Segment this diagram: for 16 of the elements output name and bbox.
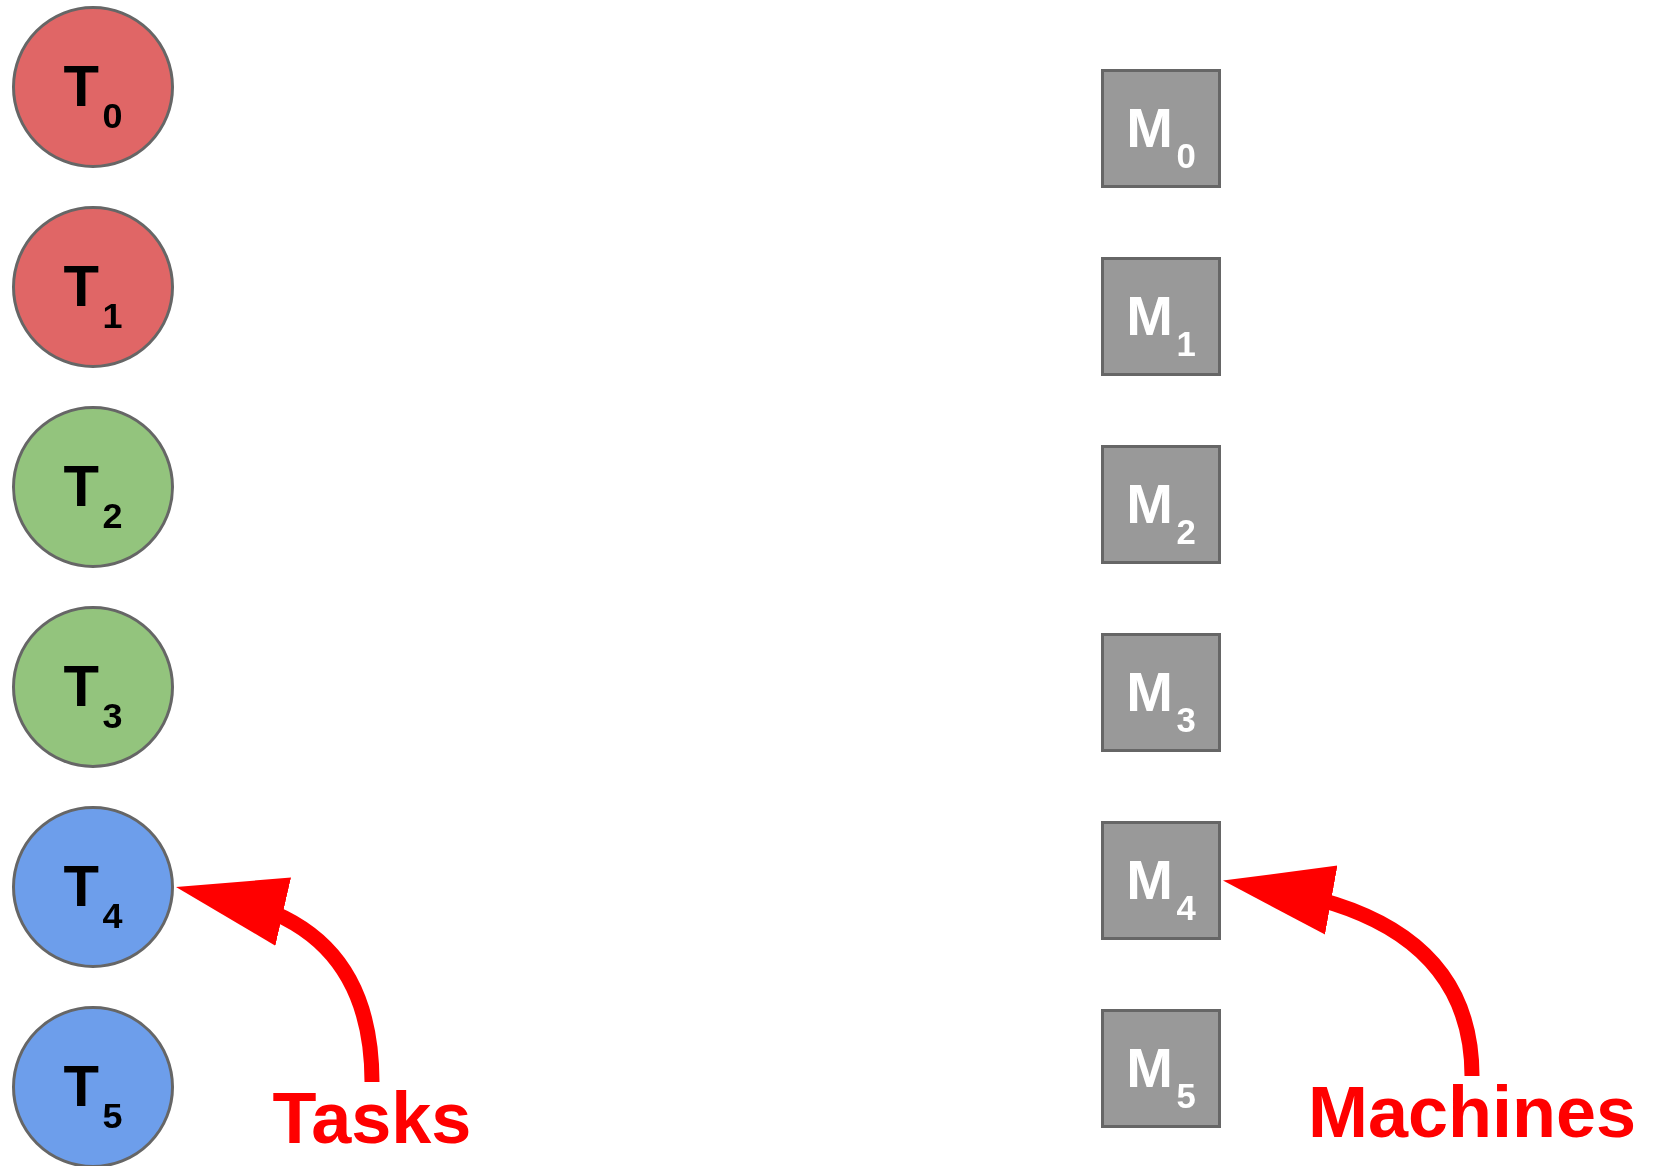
callout-label: Machines	[1302, 1076, 1642, 1156]
machine-box: M$_{4}$	[1101, 821, 1221, 940]
machine-box: M$_{1}$	[1101, 257, 1221, 376]
task-circle: T$_{0}$	[12, 6, 174, 168]
arrow	[176, 880, 380, 1083]
task-circle: T$_{1}$	[12, 206, 174, 368]
task-circle: T$_{5}$	[12, 1006, 174, 1166]
machine-box: M$_{0}$	[1101, 69, 1221, 188]
machine-box: M$_{5}$	[1101, 1009, 1221, 1128]
machine-box: M$_{3}$	[1101, 633, 1221, 752]
task-circle: T$_{2}$	[12, 406, 174, 568]
task-circle: T$_{3}$	[12, 606, 174, 768]
task-circle: T$_{4}$	[12, 806, 174, 968]
callout-label: Tasks	[262, 1082, 482, 1162]
machine-box: M$_{2}$	[1101, 445, 1221, 564]
arrow	[1223, 867, 1480, 1077]
